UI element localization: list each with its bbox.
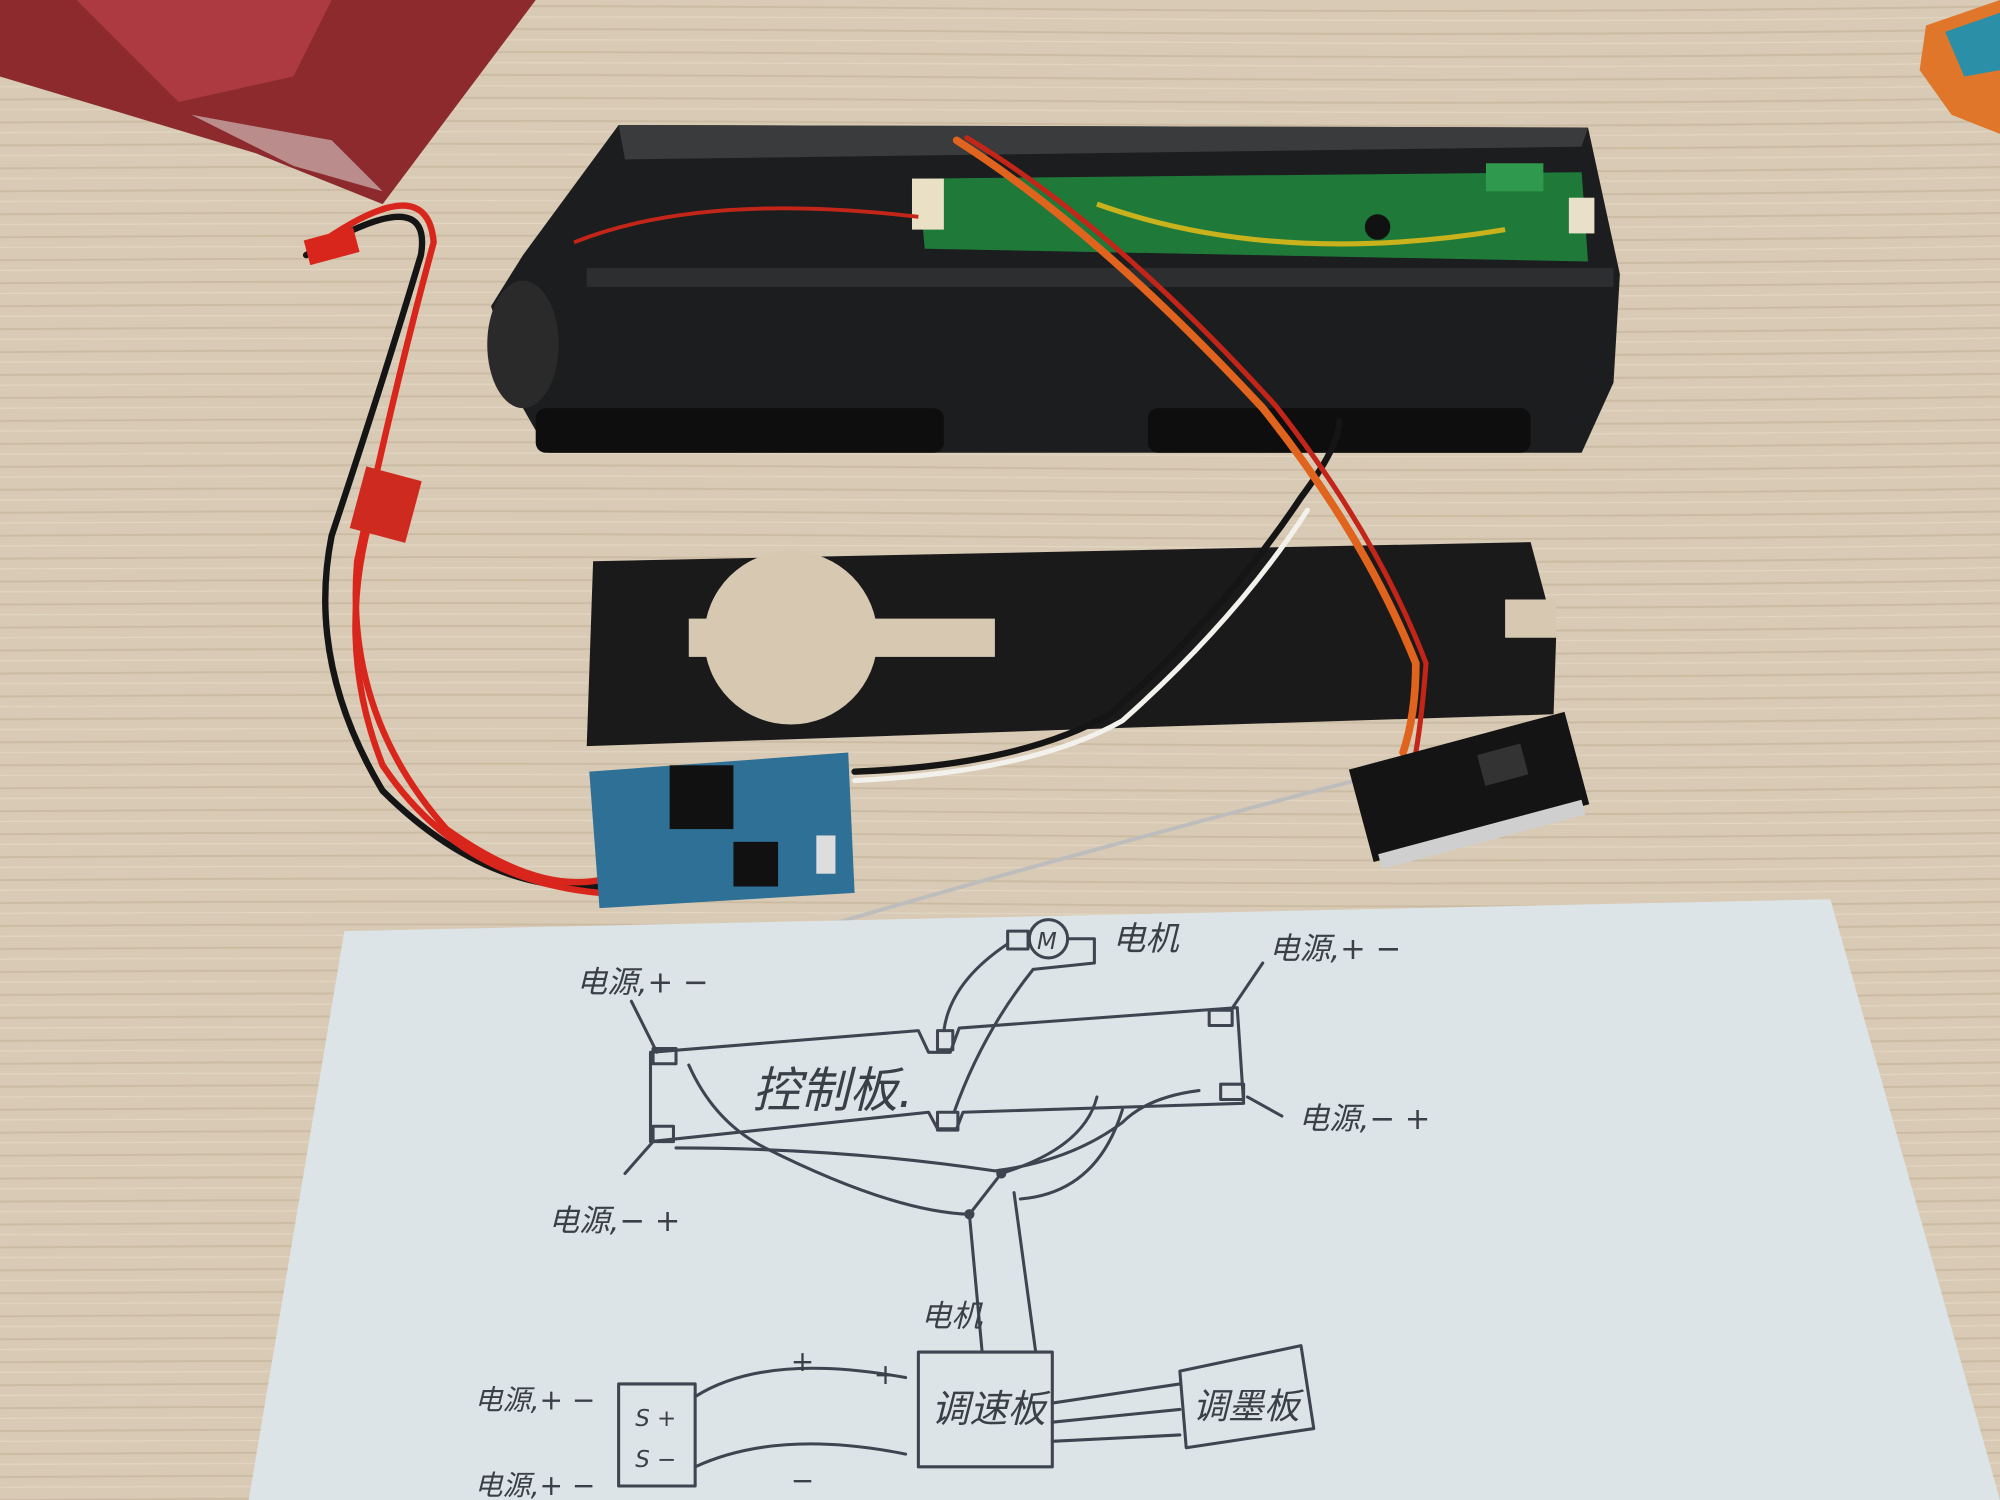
label-power-top-left: 电源,+ − [577,965,709,1000]
label-motor: 电机 [1112,919,1180,958]
receiver-module [1348,711,1590,869]
locomotive-chassis [487,125,1620,453]
label-plus-1: + [791,1345,815,1378]
label-receiver-board: 调墨板 [1193,1386,1304,1427]
red-connector-top [303,227,360,266]
label-power-left: 电源,− + [548,1204,680,1239]
label-power-bottom-2: 电源,+ − [474,1469,595,1500]
label-motor-symbol: M [1037,929,1057,955]
red-plastic-bag [0,0,536,205]
speed-control-module [589,752,855,909]
label-plus-2: + [874,1358,898,1391]
label-speed-board: 调速板 [931,1387,1050,1432]
label-power-bottom-1: 电源,+ − [474,1383,595,1416]
label-power-right: 电源,− + [1298,1102,1430,1137]
red-connector-middle [349,466,422,543]
label-power-top-right: 电源,+ − [1269,932,1401,967]
label-s-plus: S + [635,1406,676,1432]
label-control-board: 控制板. [753,1063,914,1119]
sketch-labels: 电源,+ − M 电机 电源,+ − 控制板. 电源,− + 电源,− + 电机… [474,919,1430,1500]
wiring-sketch [617,918,1316,1488]
orange-object [1919,0,2000,134]
label-s-minus: S − [635,1447,676,1473]
bottom-plate [586,542,1557,747]
wires [302,135,1429,946]
label-minus: − [791,1464,815,1497]
label-motor-lower: 电机 [921,1300,984,1335]
